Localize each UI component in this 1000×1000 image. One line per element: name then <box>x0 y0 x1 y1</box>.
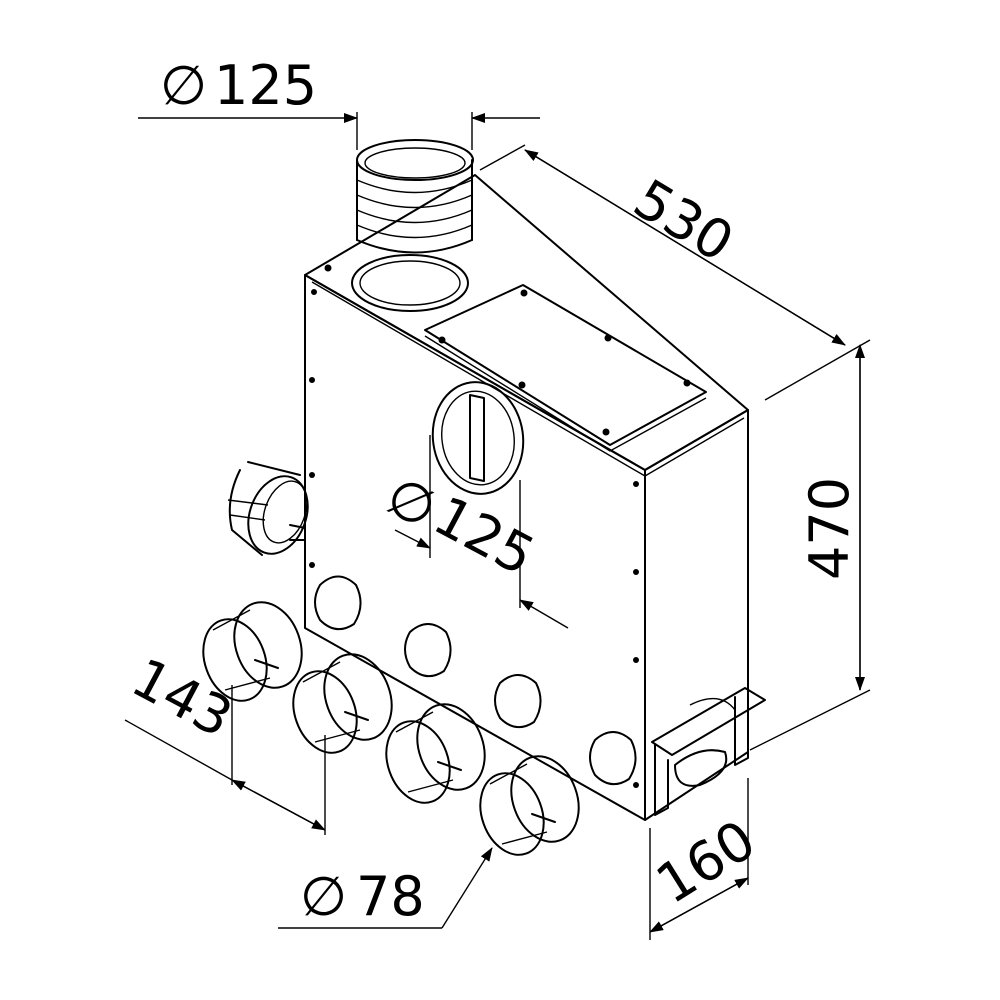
dim-top-diameter: ∅ 125 <box>138 54 540 150</box>
panel-screws <box>324 264 691 436</box>
dim-spacing: 143 <box>122 646 326 835</box>
dim-spigot-diameter: ∅ 78 <box>278 847 493 929</box>
spigot-3 <box>385 703 486 804</box>
dim-front-diameter-value: 125 <box>424 484 545 588</box>
dim-spacing-value: 143 <box>122 646 243 750</box>
box-body <box>304 174 749 821</box>
front-screws <box>309 289 639 788</box>
bottom-spigots <box>202 601 580 856</box>
spigot-1 <box>202 601 303 702</box>
dim-front-diameter: ∅ 125 <box>376 435 569 629</box>
dim-width-value: 530 <box>623 167 744 274</box>
spigot-2 <box>292 653 393 754</box>
dim-top-diameter-value: 125 <box>214 54 317 117</box>
dim-spigot-diameter-symbol: ∅ <box>300 865 347 928</box>
dim-top-diameter-symbol: ∅ <box>160 54 207 117</box>
dim-spigot-diameter-value: 78 <box>356 865 425 928</box>
service-panel <box>424 284 707 446</box>
spigot-4 <box>479 755 580 856</box>
dim-width: 530 <box>479 144 871 401</box>
top-outlet-spigot <box>351 139 474 312</box>
dim-height: 470 <box>749 344 871 751</box>
dim-depth: 160 <box>646 778 766 940</box>
mounting-bracket <box>651 687 766 816</box>
front-outlet <box>431 381 525 495</box>
knockout-plates <box>314 575 637 786</box>
side-spigot <box>227 461 309 556</box>
dim-height-value: 470 <box>798 477 861 580</box>
box-side-face <box>644 409 749 821</box>
